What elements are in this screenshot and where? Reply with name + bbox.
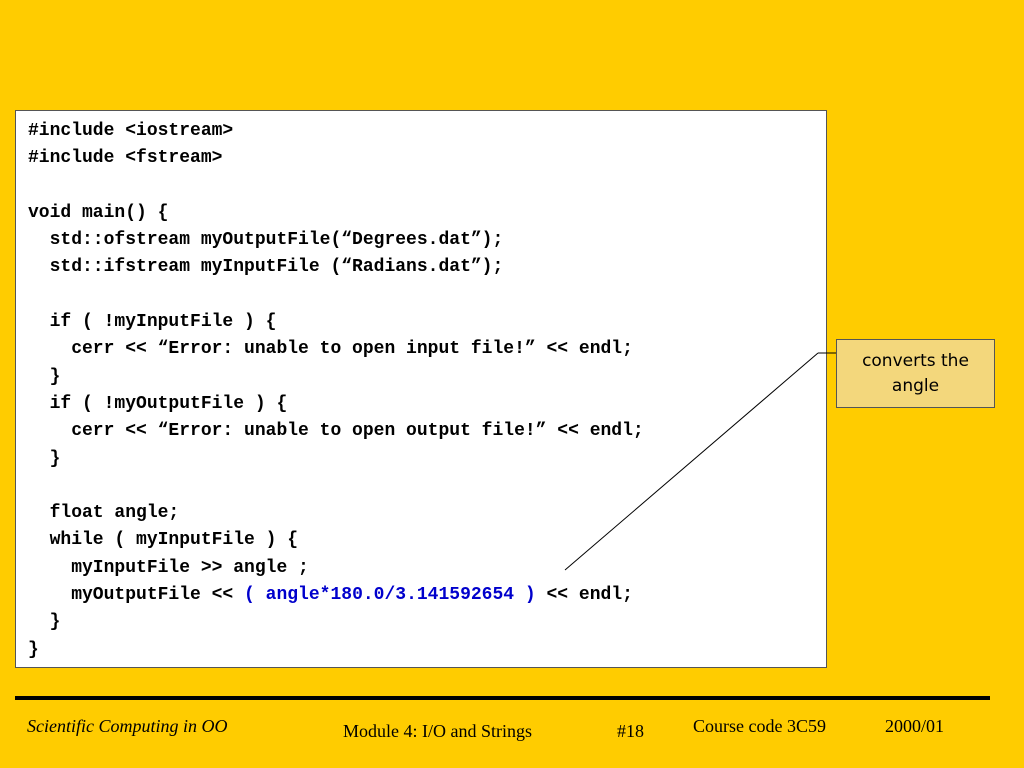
footer-divider (15, 696, 990, 700)
code-line (28, 173, 826, 200)
footer-slide-number: #18 (617, 721, 644, 741)
code-text: cerr << “Error: unable to open input fil… (28, 339, 633, 360)
footer-year: 2000/01 (885, 716, 945, 736)
code-text: } (28, 366, 61, 387)
code-line: std::ifstream myInputFile (“Radians.dat”… (28, 254, 826, 281)
code-text: cerr << “Error: unable to open output fi… (28, 421, 644, 442)
code-line: cerr << “Error: unable to open input fil… (28, 336, 826, 363)
code-text: std::ifstream myInputFile (“Radians.dat”… (28, 257, 504, 278)
code-text: float angle; (28, 503, 180, 524)
code-line: } (28, 609, 826, 636)
callout-box: converts the angle (836, 339, 995, 408)
code-line: } (28, 637, 826, 664)
code-highlight: ( angle*180.0/3.141592654 ) (244, 585, 536, 606)
code-listing: #include <iostream> #include <fstream> voi… (15, 110, 827, 668)
code-line (28, 473, 826, 500)
footer-course-code: Course code 3C59 (693, 716, 826, 736)
code-line: myOutputFile << ( angle*180.0/3.14159265… (28, 582, 826, 609)
code-line: } (28, 364, 826, 391)
code-text: #include <fstream> (28, 148, 223, 169)
code-line: float angle; (28, 500, 826, 527)
code-line: if ( !myOutputFile ) { (28, 391, 826, 418)
code-text: std::ofstream myOutputFile(“Degrees.dat”… (28, 230, 504, 251)
code-line: while ( myInputFile ) { (28, 527, 826, 554)
code-line: myInputFile >> angle ; (28, 555, 826, 582)
code-line: } (28, 446, 826, 473)
code-line: cerr << “Error: unable to open output fi… (28, 418, 826, 445)
code-line: if ( !myInputFile ) { (28, 309, 826, 336)
code-text: myInputFile >> angle ; (28, 557, 309, 578)
code-text: } (28, 639, 39, 660)
code-line: void main() { (28, 200, 826, 227)
code-text: if ( !myInputFile ) { (28, 312, 277, 333)
code-text: while ( myInputFile ) { (28, 530, 299, 551)
code-text: << endl; (535, 585, 633, 606)
code-text: if ( !myOutputFile ) { (28, 393, 288, 414)
code-line: #include <fstream> (28, 145, 826, 172)
footer-module: Module 4: I/O and Strings (343, 721, 532, 741)
code-line: #include <iostream> (28, 118, 826, 145)
code-text: } (28, 448, 61, 469)
code-line: std::ofstream myOutputFile(“Degrees.dat”… (28, 227, 826, 254)
footer-course-title: Scientific Computing in OO (27, 716, 228, 736)
code-line (28, 282, 826, 309)
callout-text: converts the angle (862, 350, 969, 396)
code-text: #include <iostream> (28, 121, 234, 141)
code-text: myOutputFile << (28, 585, 245, 606)
code-text: } (28, 612, 61, 633)
code-text: void main() { (28, 202, 169, 223)
